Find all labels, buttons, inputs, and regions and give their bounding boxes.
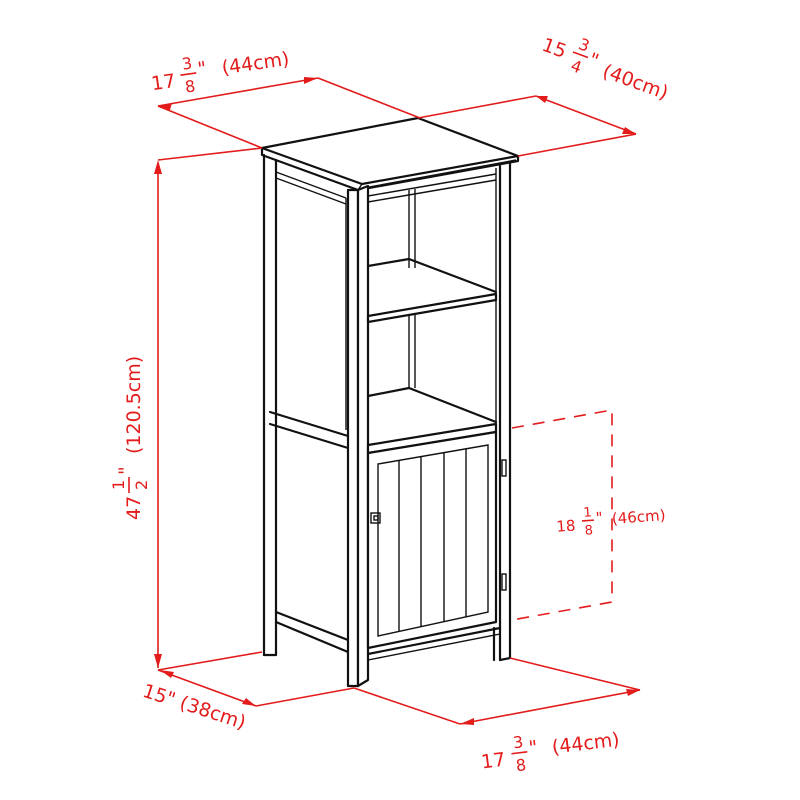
svg-text:47: 47: [123, 496, 145, 520]
svg-text:3: 3: [576, 34, 592, 55]
svg-text:18: 18: [556, 516, 576, 535]
svg-text:": ": [115, 466, 137, 475]
hinge-icon: [501, 573, 507, 591]
svg-text:4: 4: [568, 56, 584, 77]
svg-text:15" (38cm): 15" (38cm): [140, 680, 248, 734]
svg-text:(44cm): (44cm): [551, 729, 621, 759]
cabinet-drawing: [260, 116, 520, 688]
cabinet-top: [260, 116, 520, 192]
svg-text:": ": [528, 737, 539, 760]
back-post: [408, 189, 416, 388]
svg-text:(40cm): (40cm): [600, 60, 671, 104]
svg-text:": ": [595, 509, 603, 527]
label-base-depth: 15" (38cm): [140, 680, 248, 734]
svg-text:17: 17: [150, 70, 177, 95]
svg-text:2: 2: [132, 480, 151, 490]
svg-text:3: 3: [181, 54, 194, 74]
svg-text:(46cm): (46cm): [611, 506, 666, 528]
svg-text:": ": [196, 58, 208, 81]
label-top-depth: 15 3 4 " (40cm): [539, 34, 671, 104]
hinge-icon: [501, 459, 507, 477]
svg-text:8: 8: [515, 755, 527, 775]
svg-text:(44cm): (44cm): [220, 48, 290, 79]
left-side-panel: [262, 153, 350, 657]
label-height: 47 1 2 " (120.5cm): [109, 356, 151, 520]
svg-text:": ": [586, 49, 602, 73]
cabinet-door[interactable]: [366, 430, 507, 661]
svg-text:17: 17: [480, 749, 507, 774]
svg-text:8: 8: [184, 76, 197, 96]
svg-text:1: 1: [109, 480, 128, 490]
svg-text:3: 3: [512, 732, 524, 752]
svg-text:1: 1: [583, 505, 592, 521]
front-left-post: [346, 184, 370, 688]
svg-text:8: 8: [584, 523, 593, 539]
svg-text:15: 15: [539, 34, 569, 63]
front-right-post: [495, 161, 512, 662]
label-top-width: 17 3 8 " (44cm): [150, 48, 291, 97]
door-knob-icon[interactable]: [370, 512, 381, 524]
upper-shelf: [366, 257, 498, 324]
svg-text:(120.5cm): (120.5cm): [123, 356, 145, 454]
label-door-height: 18 1 8 " (46cm): [556, 505, 666, 539]
label-base-width: 17 3 8 " (44cm): [480, 729, 621, 776]
dimension-lines: [154, 77, 641, 725]
